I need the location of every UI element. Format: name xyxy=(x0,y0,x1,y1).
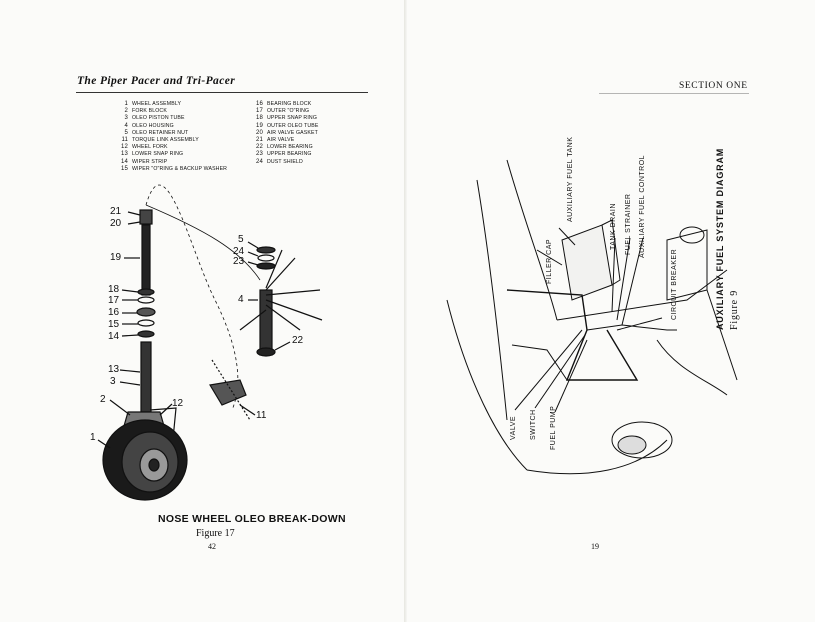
fuel-system-drawing xyxy=(446,159,738,475)
label-valve: VALVE xyxy=(510,415,517,440)
callout-11: 11 xyxy=(256,410,267,421)
label-switch: SWITCH xyxy=(530,409,537,440)
callout-1: 1 xyxy=(90,432,96,443)
callout-13: 13 xyxy=(108,364,120,375)
label-circuit-breaker: CIRCUIT BREAKER xyxy=(671,248,678,320)
callout-22: 22 xyxy=(292,335,304,346)
callout-17: 17 xyxy=(108,295,120,306)
callout-24: 24 xyxy=(233,246,245,257)
callout-23: 23 xyxy=(233,256,245,267)
label-filler-cap: FILLER CAP xyxy=(546,238,553,284)
label-fuel-strainer: FUEL STRAINER xyxy=(625,193,632,255)
callout-21: 21 xyxy=(110,206,122,217)
callout-19: 19 xyxy=(110,252,122,263)
callout-5: 5 xyxy=(238,234,244,245)
callout-3: 3 xyxy=(110,376,116,387)
section-heading: SECTION ONE xyxy=(679,81,748,91)
callout-4: 4 xyxy=(238,294,244,305)
callout-18: 18 xyxy=(108,284,120,295)
label-fuel-pump: FUEL PUMP xyxy=(550,405,557,450)
label-auxiliary-fuel-control: AUXILIARY FUEL CONTROL xyxy=(639,154,646,258)
callout-14: 14 xyxy=(108,331,120,342)
oleo-exploded-drawing xyxy=(97,184,323,501)
callout-20: 20 xyxy=(110,218,122,229)
label-tank-drain: TANK DRAIN xyxy=(610,203,617,250)
running-header: The Piper Pacer and Tri-Pacer xyxy=(77,75,236,87)
callout-16: 16 xyxy=(108,307,120,318)
callout-12: 12 xyxy=(172,398,184,409)
label-auxiliary-fuel-tank: AUXILIARY FUEL TANK xyxy=(567,136,574,222)
figure-title: NOSE WHEEL OLEO BREAK-DOWN xyxy=(158,513,346,525)
page-number: 19 xyxy=(591,542,599,551)
header-rule xyxy=(76,92,368,93)
callout-2: 2 xyxy=(100,394,106,405)
header-rule xyxy=(599,93,749,94)
figure-caption: Figure 17 xyxy=(196,528,235,539)
right-page: SECTION ONE xyxy=(407,0,815,622)
diagram-title: AUXILIARY FUEL SYSTEM DIAGRAM xyxy=(715,147,725,330)
callout-15: 15 xyxy=(108,319,120,330)
diagram-figure-caption: Figure 9 xyxy=(729,289,740,330)
page-number: 42 xyxy=(208,542,216,551)
